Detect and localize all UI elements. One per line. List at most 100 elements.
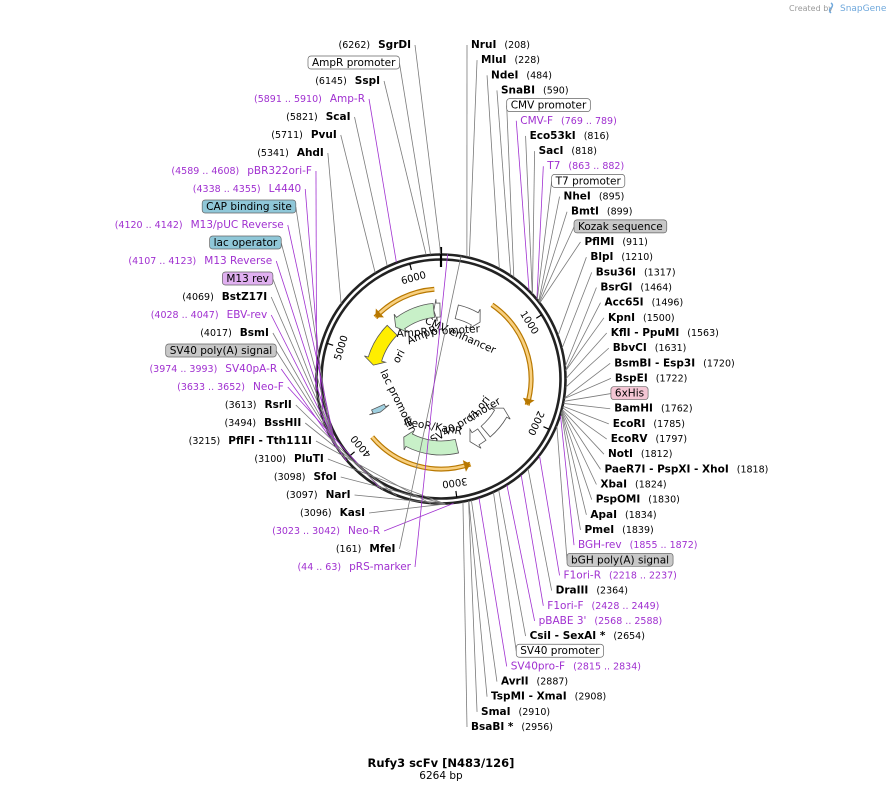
enzyme-site-bsu36i[interactable]: Bsu36I(1317) (596, 266, 676, 278)
enzyme-site-snabi[interactable]: SnaBI(590) (501, 84, 569, 96)
feature-label-ori: ori (391, 348, 408, 366)
primer-site-m13-puc-reverse[interactable]: M13/pUC Reverse(4120 .. 4142) (115, 219, 284, 231)
enzyme-site-smai[interactable]: SmaI(2910) (481, 706, 550, 718)
feature-ampr-promoter[interactable] (433, 299, 441, 322)
enzyme-site-tspmi-xmai[interactable]: TspMI - XmaI(2908) (491, 691, 606, 703)
feature-tag-6xhis[interactable]: 6xHis (610, 386, 649, 400)
feature-tag-ampr-promoter[interactable]: AmpR promoter (307, 55, 400, 70)
enzyme-site-nhei[interactable]: NheI(895) (564, 191, 625, 203)
enzyme-site-xbai[interactable]: XbaI(1824) (600, 479, 666, 491)
enzyme-site-kpni[interactable]: KpnI(1500) (608, 312, 675, 324)
feature-cmv-enhancer[interactable] (454, 304, 481, 330)
primer-site-neo-r[interactable]: Neo-R(3023 .. 3042) (272, 525, 380, 537)
enzyme-site-mfei[interactable]: MfeI(161) (336, 543, 396, 555)
enzyme-site-pmei[interactable]: PmeI(1839) (584, 524, 653, 536)
enzyme-site-bbvci[interactable]: BbvCI(1631) (613, 342, 687, 354)
enzyme-site-noti[interactable]: NotI(1812) (608, 448, 673, 460)
enzyme-site-apai[interactable]: ApaI(1834) (590, 509, 656, 521)
enzyme-site-bsmbi-esp3i[interactable]: BsmBI - Esp3I(1720) (614, 357, 735, 369)
feature-tag-lac-operator[interactable]: lac operator (209, 235, 282, 250)
feature-tag-sv40-poly-a-signal[interactable]: SV40 poly(A) signal (165, 343, 277, 358)
leader-t7-promoter (536, 181, 553, 300)
feature-tag-bgh-poly-a-signal[interactable]: bGH poly(A) signal (566, 552, 674, 567)
enzyme-site-scai[interactable]: ScaI(5821) (286, 111, 350, 123)
enzyme-site-kfli-ppumi[interactable]: KflI - PpuMI(1563) (611, 327, 719, 339)
enzyme-site-pspomi[interactable]: PspOMI(1830) (596, 494, 680, 506)
enzyme-site-bamhi[interactable]: BamHI(1762) (614, 403, 692, 415)
primer-site-prs-marker[interactable]: pRS-marker(44 .. 63) (297, 561, 411, 573)
enzyme-site-ecori[interactable]: EcoRI(1785) (613, 418, 685, 430)
primer-site-sv40pa-r[interactable]: SV40pA-R(3974 .. 3993) (149, 363, 277, 375)
primer-site-amp-r[interactable]: Amp-R(5891 .. 5910) (254, 93, 365, 105)
enzyme-site-pflmi[interactable]: PflMI(911) (584, 236, 647, 248)
feature-neor-kanr[interactable] (403, 429, 460, 456)
leader-kfli-ppumi (565, 332, 608, 379)
enzyme-site-csii-sexai[interactable]: CsiI - SexAI *(2654) (530, 630, 645, 642)
enzyme-site-sfoi[interactable]: SfoI(3098) (274, 471, 337, 483)
feature-tag-t7-promoter[interactable]: T7 promoter (551, 174, 626, 188)
site-name: lac operator (214, 237, 278, 249)
enzyme-site-bspei[interactable]: BspEI(1722) (615, 372, 687, 384)
primer-site-pbr322ori-f[interactable]: pBR322ori-F(4589 .. 4608) (171, 165, 312, 177)
enzyme-site-pflfi-tth111i[interactable]: PflFI - Tth111I(3215) (189, 435, 312, 447)
enzyme-site-paer7i-pspxi-xhoi[interactable]: PaeR7I - PspXI - XhoI(1818) (605, 463, 769, 475)
primer-site-cmv-f[interactable]: CMV-F(769 .. 789) (520, 115, 617, 127)
enzyme-site-ahdi[interactable]: AhdI(5341) (257, 147, 324, 159)
enzyme-site-bsrgi[interactable]: BsrGI(1464) (600, 281, 672, 293)
enzyme-site-nrui[interactable]: NruI(208) (471, 39, 530, 51)
feature-tag-cmv-promoter[interactable]: CMV promoter (506, 98, 591, 112)
feature-tag-kozak-sequence[interactable]: Kozak sequence (573, 219, 668, 234)
feature-tag-m13-rev[interactable]: M13 rev (222, 271, 274, 286)
enzyme-site-avrii[interactable]: AvrII(2887) (501, 676, 568, 688)
enzyme-site-pvui[interactable]: PvuI(5711) (271, 129, 337, 141)
enzyme-site-blpi[interactable]: BlpI(1210) (590, 251, 653, 263)
enzyme-site-kasi[interactable]: KasI(3096) (300, 507, 365, 519)
enzyme-site-nari[interactable]: NarI(3097) (286, 489, 351, 501)
enzyme-site-bstz17i[interactable]: BstZ17I(4069) (182, 291, 267, 303)
primer-site-sv40pro-f[interactable]: SV40pro-F(2815 .. 2834) (511, 660, 641, 672)
primer-site-ebv-rev[interactable]: EBV-rev(4028 .. 4047) (151, 309, 268, 321)
feature-tag-box (573, 219, 668, 234)
primer-site-neo-f[interactable]: Neo-F(3633 .. 3652) (177, 381, 284, 393)
primer-site-pbabe-3[interactable]: pBABE 3'(2568 .. 2588) (539, 615, 663, 627)
primer-site-l4440[interactable]: L4440(4338 .. 4355) (193, 183, 301, 195)
enzyme-site-saci[interactable]: SacI(818) (539, 145, 597, 157)
feature-f1-ori[interactable] (480, 407, 511, 438)
site-name: Kozak sequence (578, 221, 663, 233)
enzyme-site-rsrii[interactable]: RsrII(3613) (225, 399, 292, 411)
enzyme-site-bsabi[interactable]: BsaBI *(2956) (471, 721, 553, 733)
enzyme-site-sgrdi[interactable]: SgrDI(6262) (339, 39, 411, 51)
enzyme-site-bsshii[interactable]: BssHII(3494) (225, 417, 302, 429)
site-name: PaeR7I - PspXI - XhoI (605, 463, 729, 475)
primer-site-bgh-rev[interactable]: BGH-rev(1855 .. 1872) (578, 539, 697, 551)
leader-tspmi-xmai (468, 500, 488, 697)
primer-site-t7[interactable]: T7(863 .. 882) (546, 160, 624, 172)
feature-ampr[interactable] (393, 302, 435, 333)
site-name: NruI (471, 39, 496, 51)
site-name: AmpR promoter (312, 57, 396, 69)
primer-site-f1ori-f[interactable]: F1ori-F(2428 .. 2449) (547, 600, 659, 612)
enzyme-site-sspi[interactable]: SspI(6145) (315, 75, 380, 87)
enzyme-site-bmti[interactable]: BmtI(899) (571, 206, 632, 218)
primer-site-m13-reverse[interactable]: M13 Reverse(4107 .. 4123) (128, 255, 272, 267)
enzyme-site-pluti[interactable]: PluTI(3100) (254, 453, 323, 465)
enzyme-site-draiii[interactable]: DraIII(2364) (556, 585, 628, 597)
feature-ori[interactable] (364, 324, 398, 366)
feature-tag-box (515, 643, 604, 658)
leader-bsu36i (561, 272, 593, 349)
feature-tag-sv40-promoter[interactable]: SV40 promoter (515, 643, 604, 658)
enzyme-site-ecorv[interactable]: EcoRV(1797) (611, 433, 687, 445)
enzyme-site-ndei[interactable]: NdeI(484) (491, 69, 552, 81)
enzyme-site-bsmi[interactable]: BsmI(4017) (200, 327, 269, 339)
enzyme-site-mlui[interactable]: MluI(228) (481, 54, 540, 66)
feature-sv40-promoter[interactable] (469, 427, 487, 449)
primer-site-f1ori-r[interactable]: F1ori-R(2218 .. 2237) (564, 569, 677, 581)
enzyme-site-acc65i[interactable]: Acc65I(1496) (605, 297, 684, 309)
feature-lac-promoter[interactable] (369, 403, 390, 416)
site-position: (484) (526, 70, 552, 81)
feature-tag-cap-binding-site[interactable]: CAP binding site (201, 199, 297, 214)
enzyme-site-eco53ki[interactable]: Eco53kI(816) (530, 130, 610, 142)
site-position: (1830) (648, 495, 680, 506)
site-name: PluTI (294, 453, 324, 465)
site-position: (3096) (300, 508, 332, 519)
